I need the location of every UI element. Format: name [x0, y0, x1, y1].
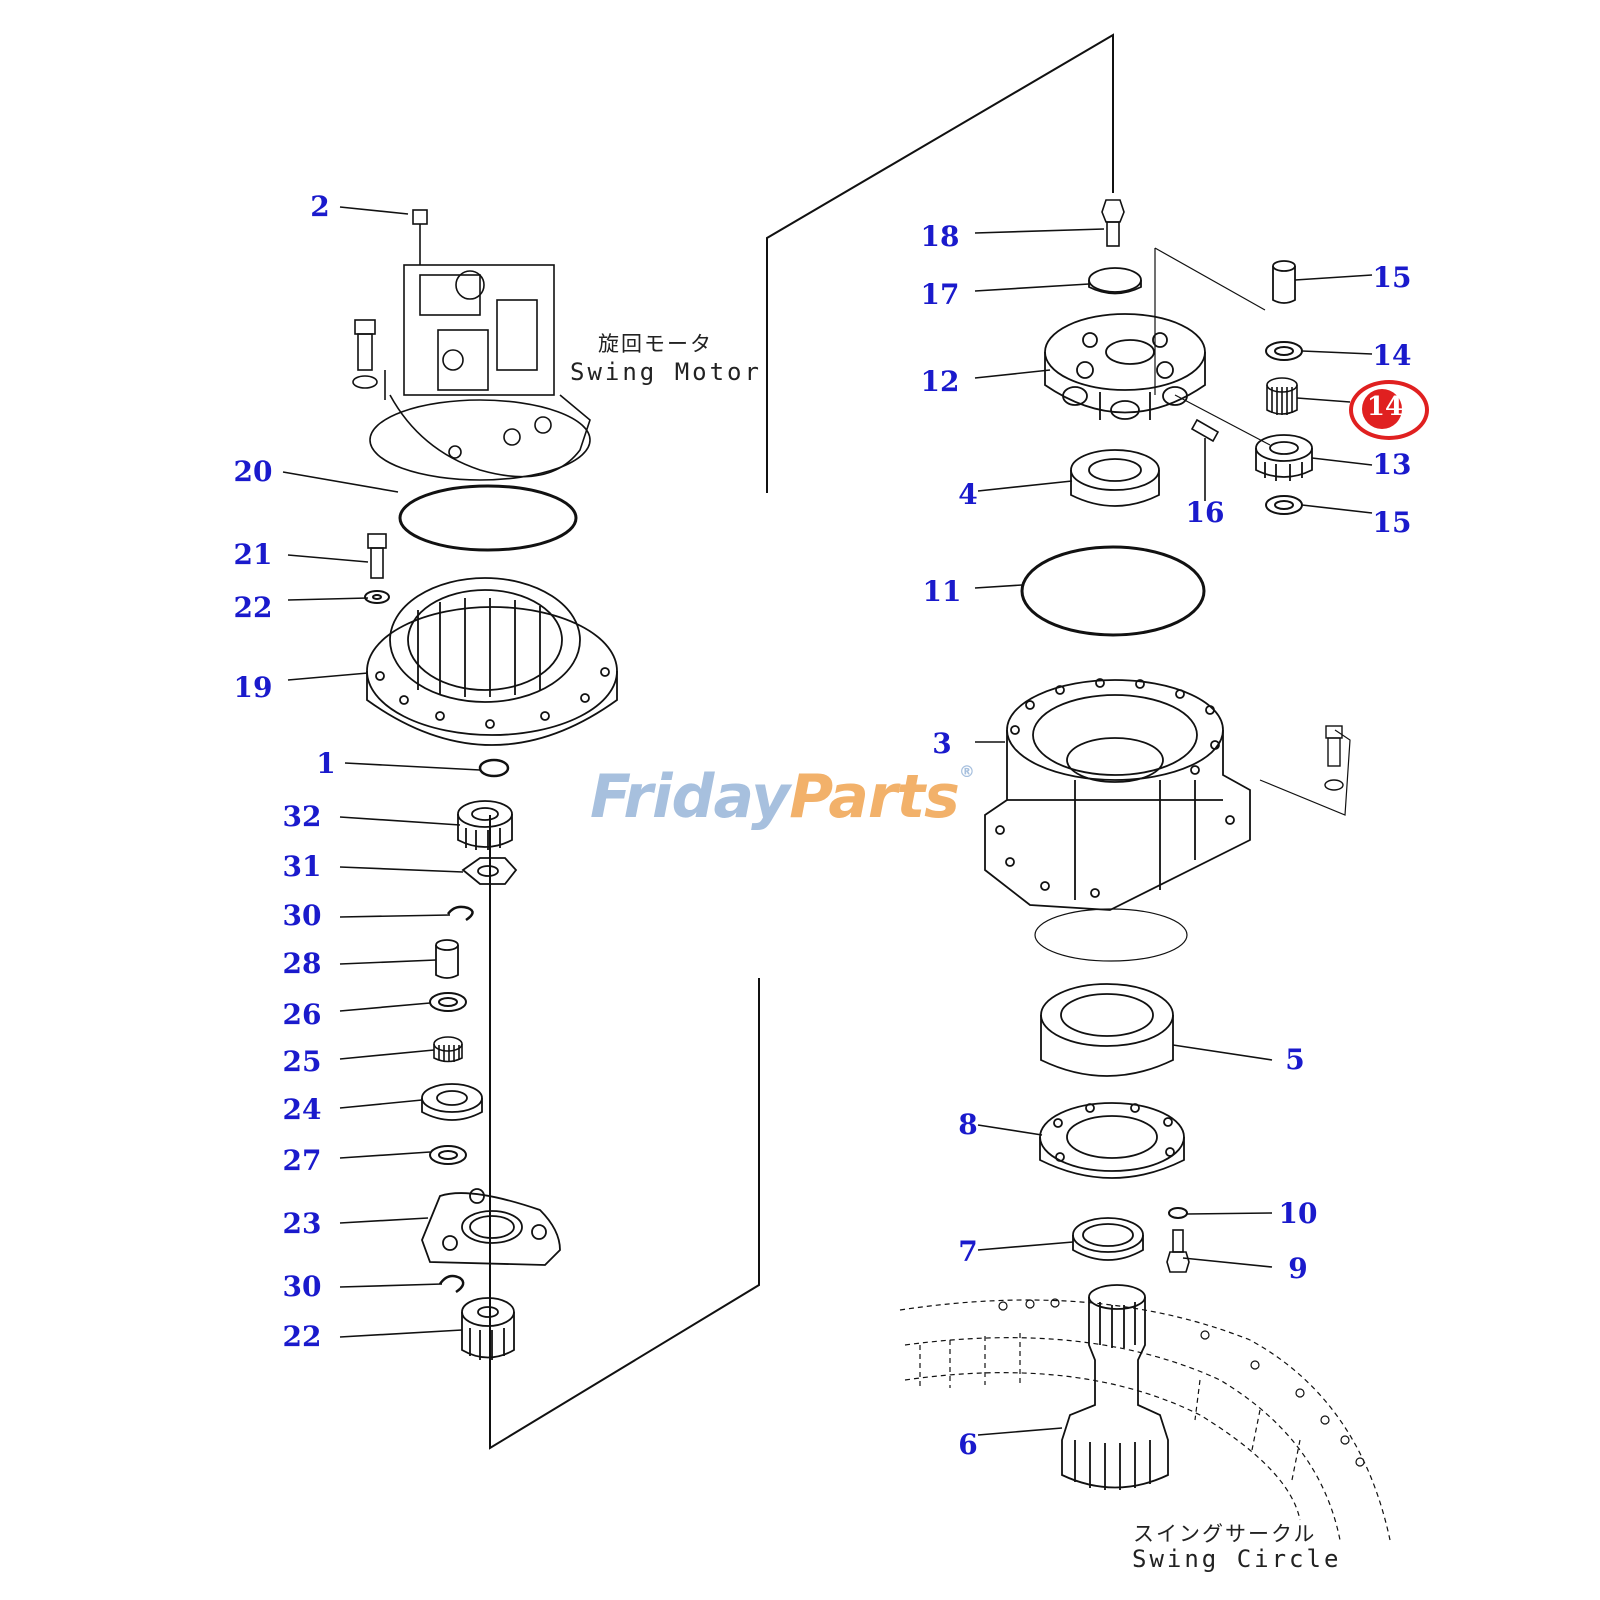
part-30-snap-ring-lower [438, 1274, 465, 1294]
part-15-washer-upper [1265, 341, 1303, 361]
callout-30-lower[interactable]: 30 [282, 1270, 322, 1303]
part-9-bolt [1166, 1229, 1190, 1273]
swing-motor-en-label: Swing Motor [570, 358, 762, 386]
callout-25[interactable]: 23 [282, 1207, 322, 1240]
callout-5[interactable]: 5 [1285, 1043, 1305, 1076]
swing-circle-holes [998, 1298, 1365, 1467]
callout-20[interactable]: 19 [233, 671, 273, 704]
leader-lines [282, 206, 1373, 1436]
callout-19[interactable]: 18 [920, 220, 960, 253]
bolt-small-right [1324, 725, 1344, 791]
callout-14[interactable]: 14 [1366, 392, 1404, 422]
part-5-bearing [1040, 983, 1174, 1077]
part-18-thrust-plate [1088, 267, 1142, 295]
part-12-planet-carrier [1044, 313, 1206, 420]
callout-2[interactable]: 2 [310, 190, 330, 223]
callout-26[interactable]: 24 [282, 1093, 322, 1126]
callout-29[interactable]: 28 [282, 947, 322, 980]
part-21-oring [398, 484, 578, 552]
swing-motor-drawing [352, 209, 591, 481]
swing-circle-outline [899, 1299, 1391, 1541]
part-26-planet-gear [421, 1083, 483, 1121]
fridayparts-watermark-logo: FridayParts® [590, 762, 975, 832]
callout-11[interactable]: 11 [922, 575, 962, 608]
callout-30-upper[interactable]: 30 [282, 899, 322, 932]
part-16-pin [1272, 260, 1296, 304]
swing-circle-en-label: Swing Circle [1132, 1545, 1342, 1573]
part-13-planet-gear [1255, 434, 1313, 481]
callout-18[interactable]: 17 [920, 278, 960, 311]
callout-28-upper[interactable]: 26 [282, 998, 322, 1031]
part-19-bolt [1101, 199, 1125, 247]
part-30-snap-ring-upper [446, 905, 474, 922]
part-29-pin [435, 939, 459, 979]
part-3-housing [984, 678, 1251, 962]
callout-32[interactable]: 32 [282, 800, 322, 833]
part-28-washer-upper [429, 992, 467, 1012]
callout-27[interactable]: 25 [282, 1045, 322, 1078]
part-17-pin [1190, 418, 1220, 443]
logo-text-friday: Friday [590, 762, 790, 832]
part-27-needle-bearing [433, 1036, 463, 1063]
part-23-washer [364, 590, 390, 604]
assembly-dash-lines-right [1154, 247, 1351, 816]
callout-23[interactable]: 22 [233, 591, 273, 624]
callout-12[interactable]: 12 [920, 365, 960, 398]
part-11-oring [1020, 545, 1206, 637]
part-14-red-badge [1362, 389, 1402, 429]
callout-28-lower[interactable]: 27 [282, 1144, 322, 1177]
callout-8[interactable]: 8 [958, 1108, 978, 1141]
swing-motor-jp-label: 旋回モータ [598, 332, 713, 356]
callout-4[interactable]: 4 [958, 478, 978, 511]
callout-6[interactable]: 6 [958, 1428, 978, 1461]
callout-13[interactable]: 13 [1372, 448, 1412, 481]
part-4-bearing [1070, 449, 1160, 507]
part-15-washer-lower [1265, 495, 1303, 515]
callout-1[interactable]: 1 [316, 747, 336, 780]
assembly-frame-lines [489, 33, 1114, 1450]
callout-9[interactable]: 9 [1288, 1252, 1308, 1285]
part-10-washer [1168, 1207, 1188, 1219]
part-32-gear [457, 800, 513, 850]
part-6-pinion-shaft [1061, 1284, 1169, 1490]
callout-15-upper[interactable]: 14 [1372, 339, 1412, 372]
part-14-highlight-circle [1349, 380, 1429, 440]
logo-registered-mark: ® [958, 762, 975, 781]
callout-3[interactable]: 3 [932, 727, 952, 760]
part-28-washer-lower [429, 1145, 467, 1165]
part-31-washer [461, 857, 518, 885]
callout-16[interactable]: 15 [1372, 261, 1412, 294]
callout-17[interactable]: 16 [1185, 496, 1225, 529]
callout-7[interactable]: 7 [958, 1235, 978, 1268]
part-22-bolt [367, 533, 387, 579]
callout-24[interactable]: 22 [282, 1320, 322, 1353]
callout-22[interactable]: 21 [233, 538, 273, 571]
part-7-seal [1072, 1217, 1144, 1261]
part-24-sun-gear [461, 1297, 515, 1360]
part-8-cover [1039, 1102, 1185, 1179]
part-14-needle-bearing [1266, 377, 1298, 415]
part-25-carrier-plate [421, 1188, 561, 1266]
logo-text-parts: Parts [789, 762, 960, 832]
swing-circle-jp-label: スイングサークル [1133, 1522, 1317, 1546]
callout-21[interactable]: 20 [233, 455, 273, 488]
callout-15-lower[interactable]: 15 [1372, 506, 1412, 539]
part-20-ring-gear [366, 577, 618, 746]
part-1-snap-ring [478, 758, 510, 778]
callout-31[interactable]: 31 [282, 850, 322, 883]
callout-10[interactable]: 10 [1278, 1197, 1318, 1230]
